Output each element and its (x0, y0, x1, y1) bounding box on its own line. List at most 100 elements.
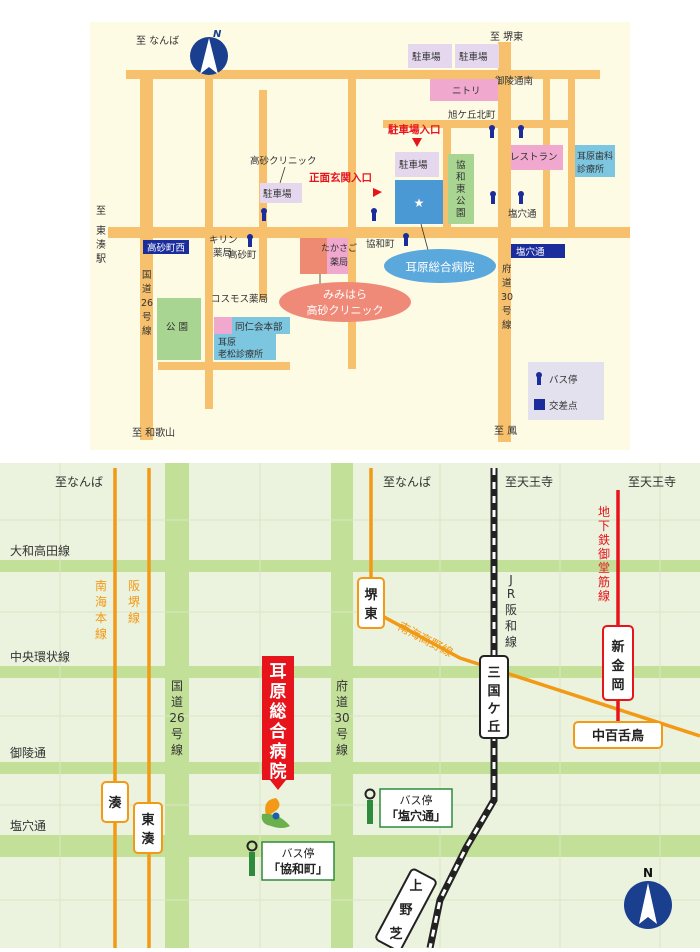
line-char: 線 (95, 626, 107, 641)
parking-lot-hospital (395, 152, 439, 177)
station-minato (101, 781, 129, 823)
bus-stop-kyowa-name: 「協和町」 (268, 861, 328, 876)
legend-bus-stop-label: バス停 (549, 374, 578, 386)
station-higashiminato-label-1: 東 (141, 812, 154, 828)
hospital-bubble-pointer (420, 223, 429, 251)
hospital-marker-banner (262, 656, 294, 780)
direction-wakayama: 至 和歌山 (132, 426, 175, 439)
restaurant-building (511, 145, 563, 170)
station-uenoshiba-box (375, 868, 437, 952)
leader-line (279, 166, 286, 184)
parking-lot-1 (408, 44, 452, 68)
street-route30: 府 道 30 号 線 (501, 263, 513, 331)
bus-stop-shiomi: バス停 「塩穴通」 (364, 788, 453, 828)
legend-bus-stop-icon (536, 372, 542, 385)
street-route26: 国 道 26 号 線 (141, 270, 153, 337)
map1-legend (528, 362, 604, 420)
oimatsu-clinic (214, 334, 276, 360)
arrow-right-icon (373, 188, 382, 197)
station-char: 野 (399, 903, 412, 918)
regional-map: 大和高田線 中央環状線 御陵通 塩穴通 国 道 26 号 線 府 道 30 号 … (0, 463, 700, 952)
station-minato-label: 湊 (108, 795, 122, 811)
bus-stop-kyowa: バス停 「協和町」 (246, 840, 335, 881)
line-char: 堂 (598, 561, 610, 575)
road-char: 号 (336, 727, 348, 741)
hospital-bubble-label: 耳原総合病院 (406, 260, 475, 274)
stop-asahigaoka: 旭ケ丘北町 (448, 109, 496, 121)
station-uenoshiba-labels: 上 野 芝 (389, 879, 422, 942)
road-south (158, 362, 290, 370)
line-char: 線 (598, 588, 610, 603)
bus-stop-pole-icon (367, 800, 373, 824)
hospital-char: 耳 (270, 662, 287, 682)
map2-roads (0, 463, 700, 948)
parking-label-1: 駐車場 (412, 51, 441, 63)
parking-entrance-label: 駐車場入口 (388, 123, 441, 136)
intersection-takasago-west-label: 高砂町西 (147, 242, 185, 254)
bus-stop-shiomi-title: バス停 (400, 793, 433, 807)
hospital-marker-label: 耳 原 総 合 病 院 (270, 662, 288, 782)
bus-stop-pole-icon (249, 852, 255, 876)
dental-clinic (575, 145, 615, 177)
bus-stop-icon (364, 788, 376, 800)
road-char: 26 (141, 298, 153, 309)
road-label-yamato: 大和高田線 (10, 543, 70, 558)
park-char: 和 (456, 172, 466, 183)
line-char: J (508, 573, 513, 587)
hospital-char: 合 (270, 721, 288, 742)
hospital-star-icon: ★ (414, 196, 425, 210)
road-char: 号 (142, 312, 152, 323)
road-char: 線 (502, 319, 512, 331)
bus-stop-kyowa-title: バス停 (282, 846, 315, 860)
line-char: 阪 (128, 579, 140, 593)
parking-lot-2 (455, 44, 499, 68)
station-sakaihigashi-label-1: 堺 (364, 587, 378, 603)
intersection-shiomi-label: 塩穴通 (516, 246, 545, 258)
kirin-label-2: 薬局 (213, 247, 232, 259)
takasago-clinic-label: 高砂クリニック (250, 155, 317, 167)
street-misasagi: 御陵通南 (495, 75, 533, 87)
bus-stop-icon (489, 125, 495, 138)
dir-char: 至 (96, 205, 106, 217)
road-street-c (348, 79, 356, 369)
line-char: 堺 (128, 595, 140, 609)
line-char: 御 (598, 546, 610, 561)
road-label-chuo: 中央環状線 (10, 649, 70, 664)
doujinkai-label: 同仁会本部 (235, 321, 283, 333)
road-misasagi-north (126, 70, 600, 79)
parking-label-hospital: 駐車場 (399, 159, 428, 171)
station-mikunigaoka (479, 655, 509, 739)
road-char: 線 (142, 325, 152, 337)
dir-char: 東 (96, 224, 106, 237)
road-route26 (140, 70, 153, 440)
station-char: 上 (409, 879, 422, 894)
kyowa-park-label: 協 和 東 公 園 (456, 159, 466, 219)
road-street-a (205, 79, 213, 409)
line-char: R (507, 587, 515, 601)
station-higashiminato (133, 802, 163, 854)
orange-rail-lines (113, 468, 700, 948)
bus-stop-icon (518, 191, 524, 204)
bus-stop-icon (371, 208, 377, 221)
intersection-shiomi (511, 244, 565, 258)
hospital-logo-icon (261, 798, 290, 828)
label-hankai: 阪 堺 線 (128, 579, 140, 625)
road-east-b (568, 79, 575, 229)
park-char: 公 (456, 196, 466, 207)
mimihara-bubble-label-2: 高砂クリニック (307, 303, 384, 317)
takasago-pharmacy-building (327, 238, 348, 274)
station-nakamozu (573, 721, 663, 749)
road-park-side (443, 128, 451, 228)
line-char: 鉄 (598, 532, 610, 547)
main-entrance-label: 正面玄関入口 (309, 171, 372, 184)
line-char: 地 (598, 505, 610, 519)
oimatsu-label-2: 老松診療所 (218, 348, 263, 360)
cosmos-label: コスモス薬局 (211, 293, 268, 305)
mimihara-bubble-label-1: みみはら (323, 288, 367, 301)
road-char: 線 (336, 742, 348, 757)
hospital-marker-pointer-icon (270, 780, 286, 790)
station-uenoshiba (375, 868, 437, 952)
mimihara-clinic-building (300, 238, 327, 274)
road-label-shiomi: 塩穴通 (10, 818, 46, 833)
station-char: 芝 (389, 926, 402, 942)
